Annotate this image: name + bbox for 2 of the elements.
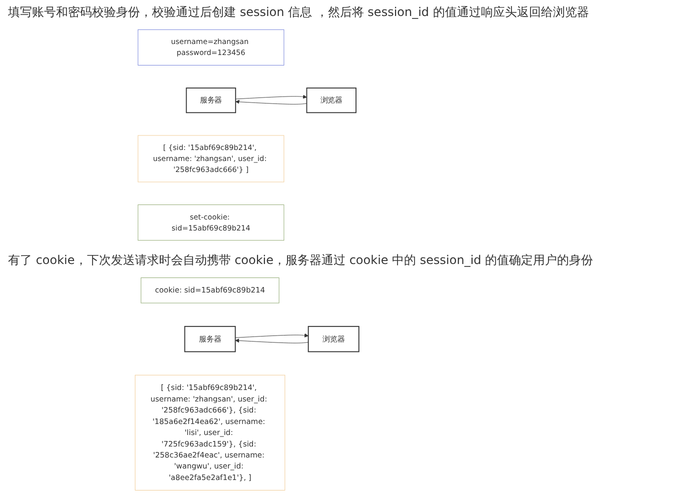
description-text: 有了 cookie，下次发送请求时会自动携带 cookie，服务器通过 cookie 中的 session_id 的值确定用户的身份 (7, 252, 594, 269)
description-text: 填写账号和密码校验身份，校验通过后创建 session 信息 ，然后将 session_id 的值通过响应头返回给浏览器 (7, 4, 590, 21)
